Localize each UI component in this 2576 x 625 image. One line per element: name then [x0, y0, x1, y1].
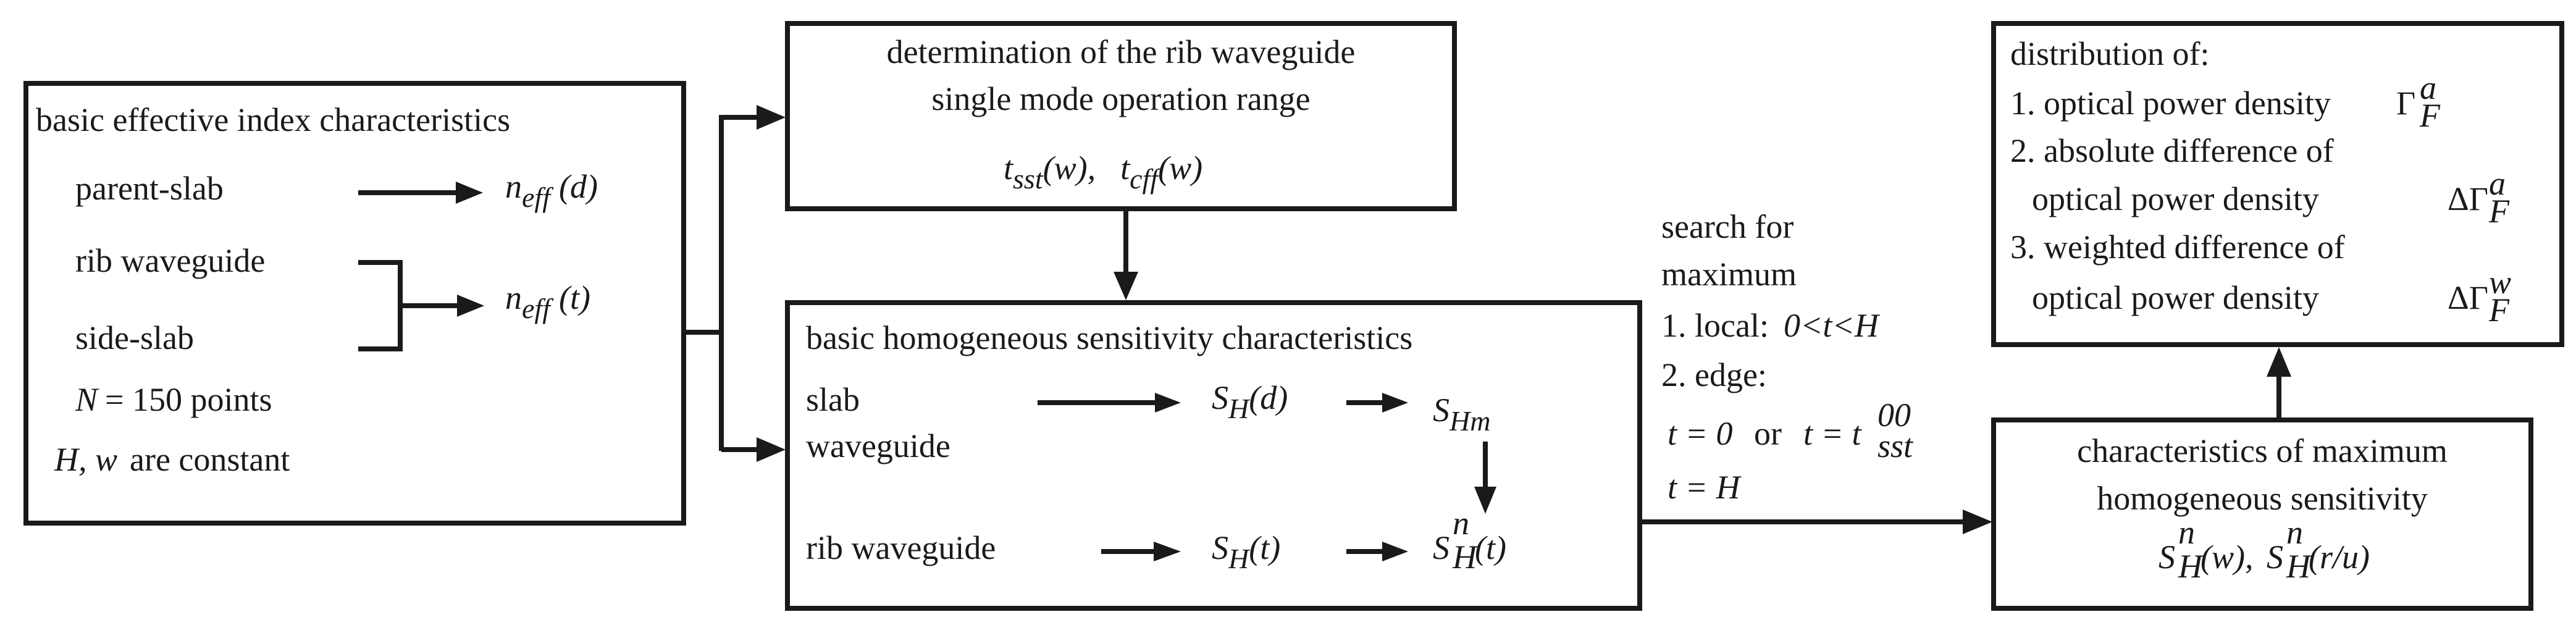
box-single-mode-range — [785, 21, 1457, 211]
distribution-item2-line2: optical power density — [2032, 180, 2319, 217]
search-edge-label: 2. edge: — [1661, 356, 1767, 393]
svg-text:S: S — [2267, 539, 2283, 576]
basic-effective-title: basic effective index characteristics — [36, 101, 510, 138]
points-count-text: N= 150 points — [75, 381, 272, 418]
arrow-rib-to-SHt-head — [1154, 542, 1181, 561]
arrow-SHt-to-SnHt-head — [1382, 542, 1408, 561]
gamma-F-a-symbol: Γ a F — [2396, 69, 2441, 134]
delta-gamma-F-w-symbol: ΔΓ w F — [2448, 264, 2511, 329]
svg-text:ΔΓ: ΔΓ — [2448, 180, 2488, 217]
distribution-item3-line1: 3. weighted difference of — [2010, 229, 2345, 266]
slab-label-line2: waveguide — [806, 427, 950, 464]
svg-text:n: n — [2178, 514, 2195, 551]
homogeneous-title: basic homogeneous sensitivity characteri… — [806, 319, 1412, 356]
svg-text:ΔΓ: ΔΓ — [2448, 279, 2488, 316]
svg-text:F: F — [2488, 193, 2510, 230]
arrow-parent-slab-head — [456, 182, 483, 204]
S-H-d-expression: SH(d) — [1212, 379, 1288, 424]
distribution-item1: 1. optical power density — [2010, 85, 2331, 122]
distribution-item2-line1: 2. absolute difference of — [2010, 132, 2334, 169]
svg-text:t = 0: t = 0 — [1668, 415, 1732, 452]
arrow-to-max-head — [1963, 510, 1992, 534]
arrow-to-homogeneous-head — [757, 437, 786, 462]
rib-waveguide-label-2: rib waveguide — [806, 529, 996, 566]
arrow-slab-to-SHd-head — [1155, 393, 1181, 413]
svg-text:(w),: (w), — [2201, 539, 2253, 576]
svg-text:H: H — [1452, 539, 1479, 576]
svg-text:F: F — [2419, 97, 2441, 134]
distribution-title: distribution of: — [2010, 35, 2210, 72]
single-mode-title-line1: determination of the rib waveguide — [887, 33, 1356, 70]
arrow-to-single-mode-head — [757, 105, 786, 130]
arrow-SHm-down-head — [1474, 487, 1496, 514]
distribution-item3-line2: optical power density — [2032, 279, 2319, 316]
svg-text:t = t: t = t — [1803, 415, 1862, 452]
search-edge-conditions: t = 0 or t = t 00 sst — [1668, 396, 1914, 464]
search-edge-H: t = H — [1668, 469, 1742, 506]
svg-text:S: S — [2159, 539, 2175, 576]
svg-text:n: n — [1453, 505, 1469, 542]
svg-text:H: H — [2286, 548, 2312, 585]
svg-text:n: n — [2286, 514, 2303, 551]
arrow-SHd-to-SHm-head — [1382, 393, 1408, 413]
svg-text:sst: sst — [1877, 427, 1914, 464]
svg-text:H: H — [2178, 548, 2204, 585]
search-local: 1. local:0<t<H — [1661, 307, 1881, 344]
S-Hm-expression: SHm — [1433, 392, 1490, 437]
parent-slab-label: parent-slab — [75, 170, 224, 207]
rib-waveguide-label-1: rib waveguide — [75, 242, 265, 279]
arrow-bracket-head — [457, 295, 484, 317]
max-homogeneous-line1: characteristics of maximum — [2077, 432, 2448, 469]
S-H-t-expression: SH(t) — [1212, 529, 1280, 574]
svg-text:or: or — [1754, 415, 1782, 452]
svg-text:a: a — [2489, 165, 2506, 202]
box-max-homogeneous-sensitivity — [1991, 417, 2533, 611]
max-homogeneous-expression: S n H (w), S n H (r/u) — [2159, 514, 2370, 585]
Sn-H-t-expression: S n H (t) — [1433, 505, 1506, 576]
svg-text:(t): (t) — [1475, 529, 1506, 566]
arrow-single-to-homogeneous-head — [1114, 272, 1138, 300]
single-mode-expression: tsst(w),tcff(w) — [1004, 149, 1202, 195]
svg-text:(r/u): (r/u) — [2309, 539, 2370, 576]
search-line2: maximum — [1661, 256, 1797, 293]
svg-text:a: a — [2420, 69, 2436, 106]
svg-text:Γ: Γ — [2396, 85, 2415, 122]
arrow-to-distribution-head — [2267, 347, 2291, 377]
slab-label-line1: slab — [806, 381, 860, 418]
side-slab-label: side-slab — [75, 319, 194, 356]
svg-text:F: F — [2488, 292, 2510, 329]
svg-text:w: w — [2489, 264, 2511, 301]
n-eff-d-expression: neff(d) — [505, 168, 598, 213]
box-homogeneous-sensitivity — [785, 300, 1642, 611]
n-eff-t-expression: neff(t) — [505, 279, 590, 324]
svg-text:S: S — [1433, 529, 1450, 566]
max-homogeneous-line2: homogeneous sensitivity — [2097, 480, 2427, 517]
single-mode-title-line2: single mode operation range — [931, 80, 1310, 117]
search-line1: search for — [1661, 208, 1794, 245]
delta-gamma-F-a-symbol: ΔΓ a F — [2448, 165, 2510, 230]
box-basic-effective-index — [23, 81, 686, 526]
box-distribution — [1991, 21, 2564, 347]
svg-text:00: 00 — [1877, 396, 1911, 434]
